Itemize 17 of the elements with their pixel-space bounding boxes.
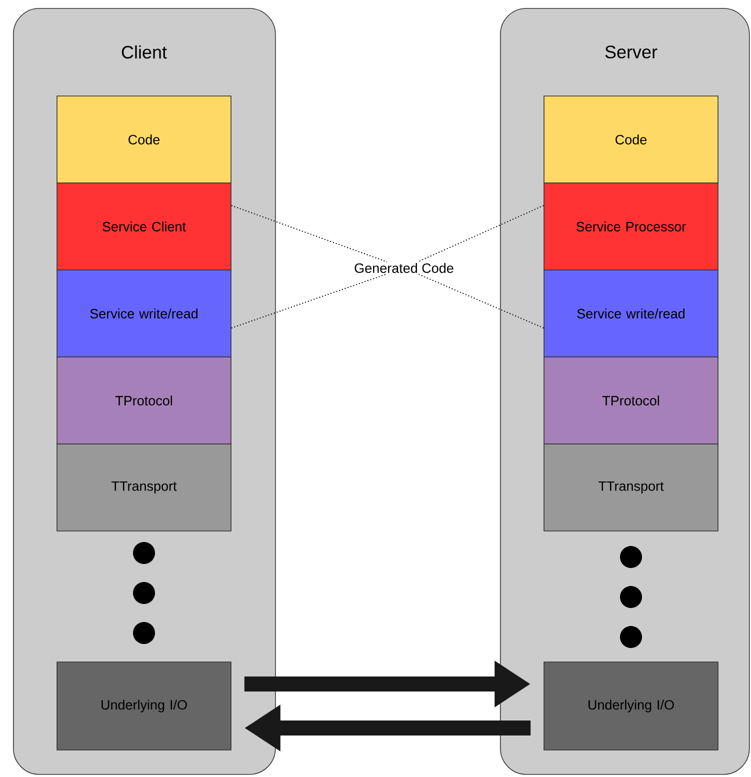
layer-box: Service Client	[56, 182, 232, 270]
layer-box: TTransport	[56, 444, 232, 532]
layer-box: Service Processor	[544, 182, 718, 270]
layer-box: TTransport	[544, 444, 718, 532]
leader-line	[418, 274, 544, 328]
layer-box: Service write/read	[544, 270, 718, 358]
layer-box: Code	[56, 96, 232, 184]
leader-line	[230, 274, 387, 328]
layer-box: TProtocol	[544, 356, 718, 444]
layer-box: TProtocol	[56, 356, 232, 444]
annotation-text: Generated Code	[354, 263, 454, 273]
leader-line	[230, 205, 388, 262]
layer-box: Code	[544, 96, 718, 184]
layer-box: Service write/read	[56, 270, 232, 358]
layer-box: Underlying I/O	[544, 662, 718, 750]
leader-line	[417, 205, 544, 262]
layer-box: Underlying I/O	[56, 662, 232, 750]
